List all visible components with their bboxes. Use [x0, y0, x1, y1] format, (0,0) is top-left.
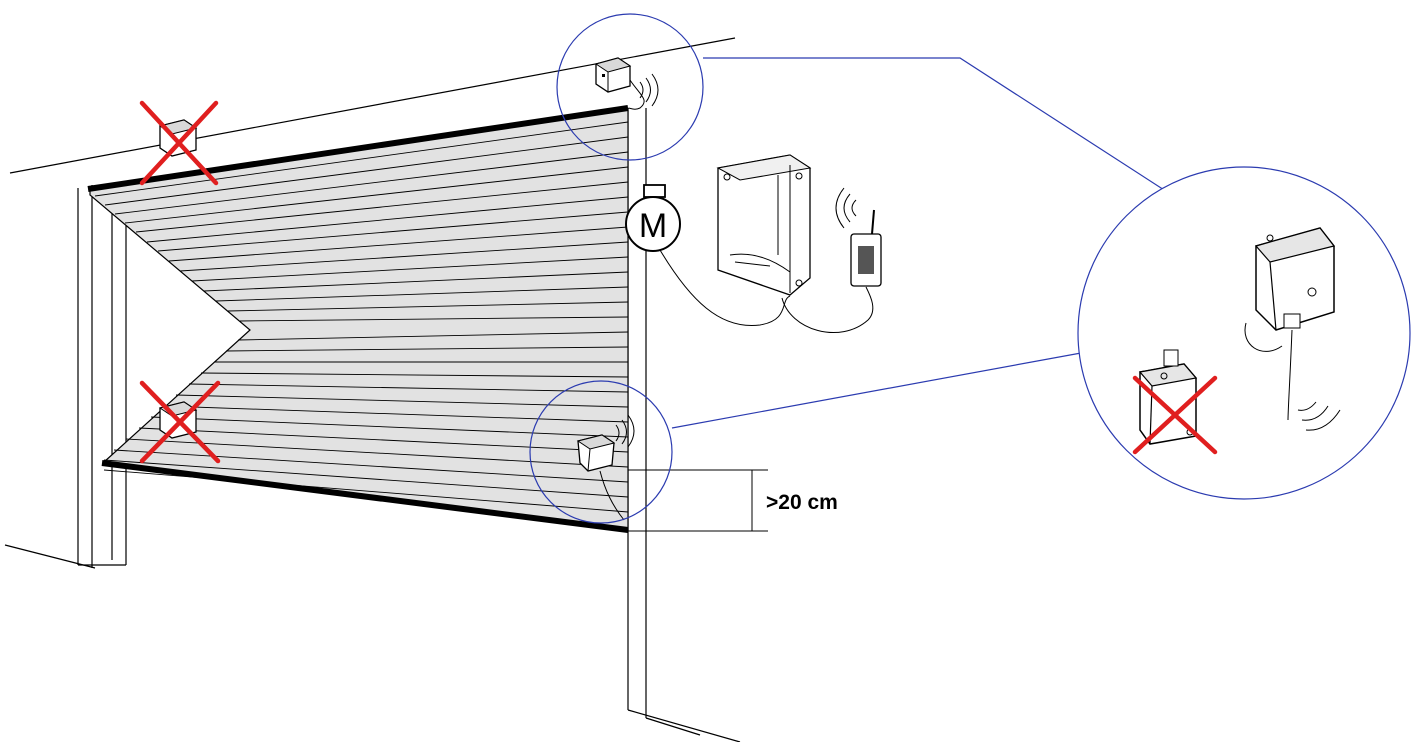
wireless-signal-icon [639, 73, 659, 107]
top-callout-circle [556, 13, 704, 161]
wireless-signal-icon [615, 414, 635, 448]
control-unit-icon [716, 154, 812, 296]
sensor-box-icon [1254, 227, 1336, 331]
wiring [659, 249, 874, 334]
callout-lines [671, 57, 1176, 429]
garage-door [87, 105, 629, 533]
zoom-sensor-cable [1287, 329, 1293, 421]
wireless-signal-icon [835, 187, 857, 229]
bottom-callout-circle [529, 380, 673, 524]
measure-label: >20 cm [766, 491, 838, 514]
door-slats [94, 121, 629, 513]
forbidden-cross-icon [139, 100, 219, 186]
top-rail [87, 105, 629, 192]
bottom-rail [101, 460, 629, 533]
bottom-sensor-cable [599, 470, 625, 521]
forbidden-cross-icon [139, 380, 221, 464]
top-sensor-cable [627, 79, 645, 111]
zoom-callout-circle [1077, 166, 1411, 500]
motor-label: M [639, 207, 667, 245]
sensor-box-icon [594, 57, 632, 93]
forbidden-cross-icon [1132, 375, 1218, 455]
wireless-signal-icon [1297, 401, 1341, 431]
sensor-box-icon [576, 434, 616, 472]
motor-icon [625, 184, 681, 252]
remote-receiver-icon [850, 209, 882, 287]
height-measurement [628, 469, 768, 532]
